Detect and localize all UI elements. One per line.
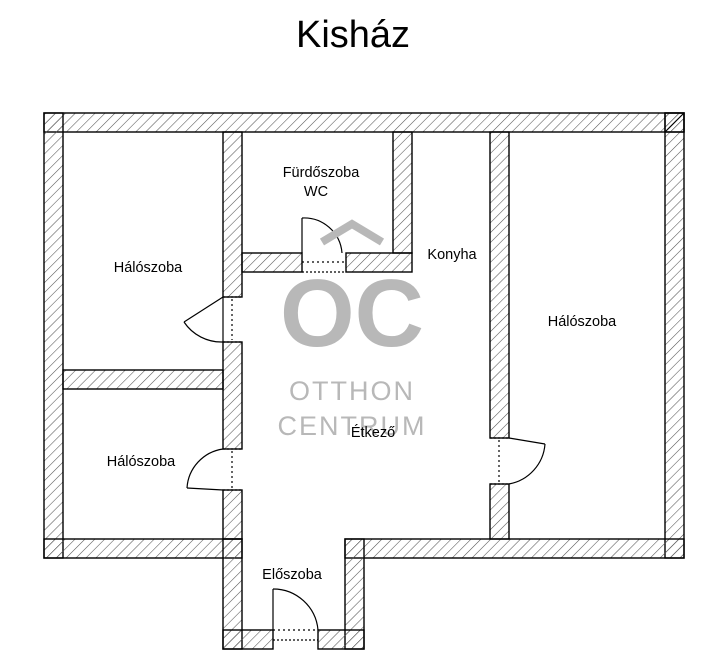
door-bedroom-bottom-left [186,448,242,491]
door-bedroom-top-left [183,296,242,343]
label-kitchen: Konyha [427,247,477,263]
wall-left [43,112,64,559]
door-bathroom [301,217,346,273]
wall-inner-left-upper [222,131,243,298]
wall-right-bedroom-upper [489,131,510,439]
label-bathroom-line1: Fürdőszoba [283,165,361,181]
wall-vestibule-bottom-right [317,629,365,650]
corner-mark-line [664,112,685,133]
wall-vestibule-bottom-left [222,629,274,650]
wall-bottom-right [344,538,685,559]
walls [43,112,685,650]
wall-bottom-left [43,538,243,559]
label-bathroom-line2: WC [304,184,328,200]
wall-left-bedrooms [62,369,224,390]
watermark-line1: OTTHON [289,376,415,406]
wall-bath-bottom-right [345,252,413,273]
watermark-roof-icon [319,219,385,246]
label-hallway: Előszoba [262,567,323,583]
label-bedroom-bottom-left: Hálószoba [107,454,176,470]
room-labels: Hálószoba Fürdőszoba WC Konyha Hálószoba… [107,165,617,583]
label-dining: Étkező [351,424,395,441]
wall-right [664,112,685,559]
door-bedroom-right [490,437,546,485]
label-bedroom-right: Hálószoba [548,314,617,330]
watermark-logo: OC [280,260,424,367]
wall-bath-right [392,131,413,254]
label-bedroom-top-left: Hálószoba [114,260,183,276]
watermark: OC OTTHON CENTRUM [278,219,427,441]
wall-inner-left-mid [222,341,243,450]
doors [183,217,546,641]
wall-right-bedroom-lower [489,483,510,540]
watermark-line2: CENTRUM [278,411,427,441]
plan-title: Kisház [295,14,411,56]
corner-mark [664,112,685,133]
wall-inner-left-lower [222,489,243,540]
door-entrance [272,588,319,641]
wall-top [43,112,685,133]
